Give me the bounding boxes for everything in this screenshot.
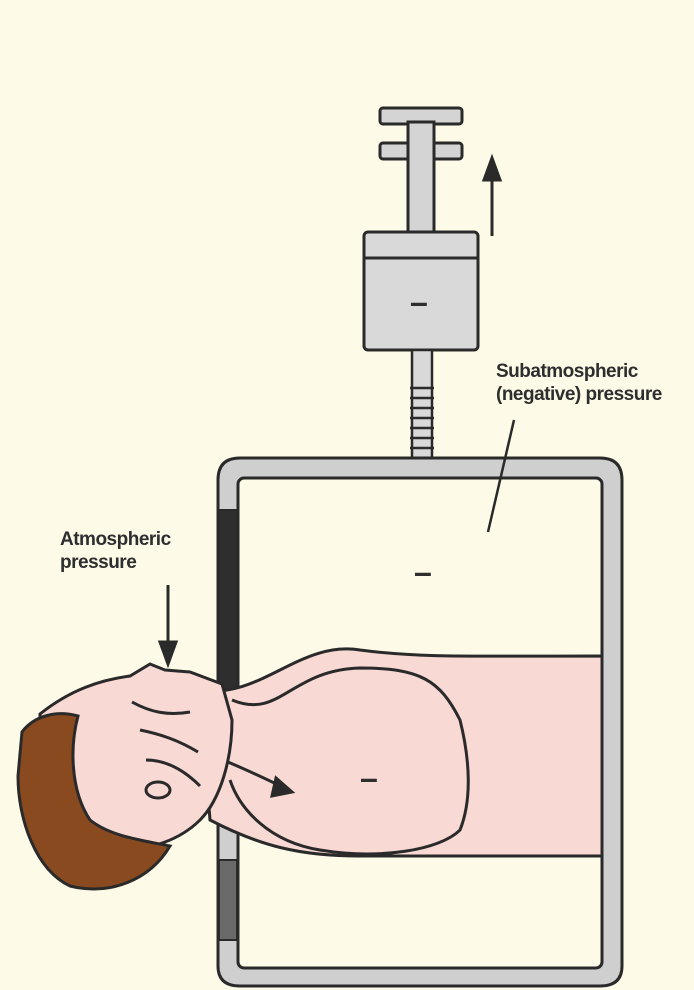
atmospheric-label-line-1: Atmospheric: [60, 528, 171, 551]
atmospheric-label-line-2: pressure: [60, 551, 171, 574]
patient-head: [18, 664, 232, 889]
chamber-negative-sign: –: [414, 556, 432, 588]
syringe-negative-sign: –: [410, 286, 428, 318]
chest-negative-sign: –: [360, 762, 378, 794]
subatmospheric-pressure-label: Subatmospheric (negative) pressure: [496, 360, 662, 406]
subatmospheric-label-line-1: Subatmospheric: [496, 360, 662, 383]
atmospheric-arrow-icon: [160, 585, 176, 664]
atmospheric-pressure-label: Atmospheric pressure: [60, 528, 171, 574]
subatmospheric-label-line-2: (negative) pressure: [496, 383, 662, 406]
up-arrow-icon: [484, 158, 500, 236]
syringe-plunger: [380, 108, 462, 234]
